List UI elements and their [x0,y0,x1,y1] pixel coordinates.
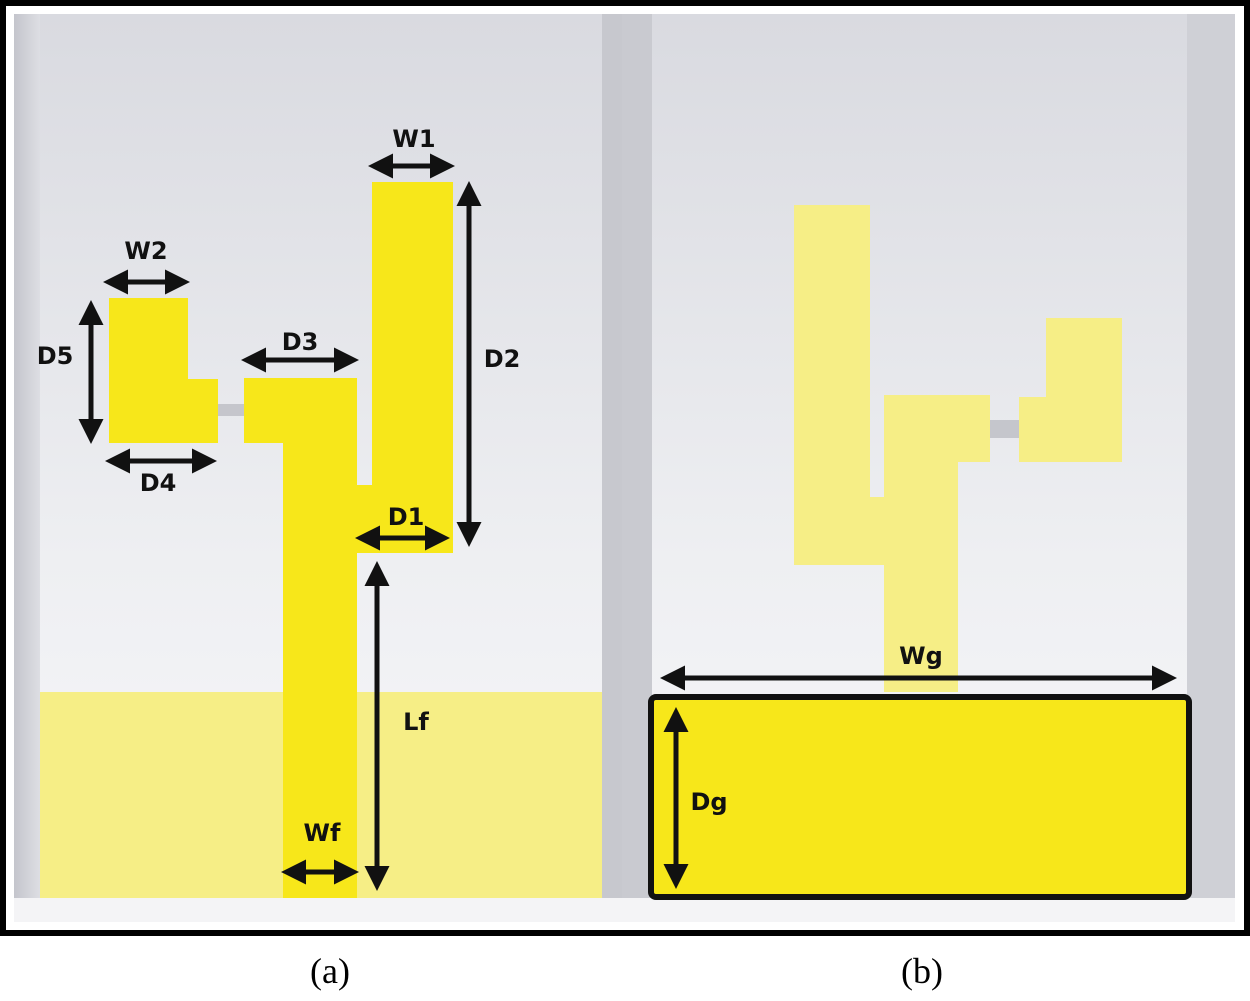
label-w2: W2 [124,237,167,265]
substrate-b-left-edge [622,14,652,922]
lumped-gap-b [990,420,1019,438]
label-d1: D1 [388,503,425,531]
label-lf: Lf [403,708,429,736]
label-w1: W1 [392,125,435,153]
label-d4: D4 [140,469,177,497]
caption-a: (a) [310,951,350,991]
label-dg: Dg [690,788,727,816]
antenna-patch-faded [794,205,990,692]
substrate-a-right-edge [602,14,622,922]
label-d3: D3 [282,328,319,356]
substrate-a-bottom-strip [14,898,622,922]
substrate-b-right-edge [1187,14,1235,922]
panel-b: Wg Dg [622,14,1235,922]
label-wg: Wg [899,642,943,670]
antenna-figure: W1 D2 D1 D3 W2 D5 D4 Lf Wf Wg Dg [0,0,1250,936]
lumped-gap-a [218,404,244,416]
parasitic-l-element-faded [1019,318,1122,462]
substrate-a-left-edge [14,14,40,922]
panel-a: W1 D2 D1 D3 W2 D5 D4 Lf Wf [14,14,622,922]
ground-plane [648,694,1192,900]
antenna-patch [244,182,453,898]
label-wf: Wf [304,819,341,847]
caption-b: (b) [901,951,943,991]
label-d2: D2 [484,345,521,373]
substrate-b-bottom-strip [622,898,1235,922]
parasitic-l-element [109,298,218,443]
label-d5: D5 [37,342,74,370]
